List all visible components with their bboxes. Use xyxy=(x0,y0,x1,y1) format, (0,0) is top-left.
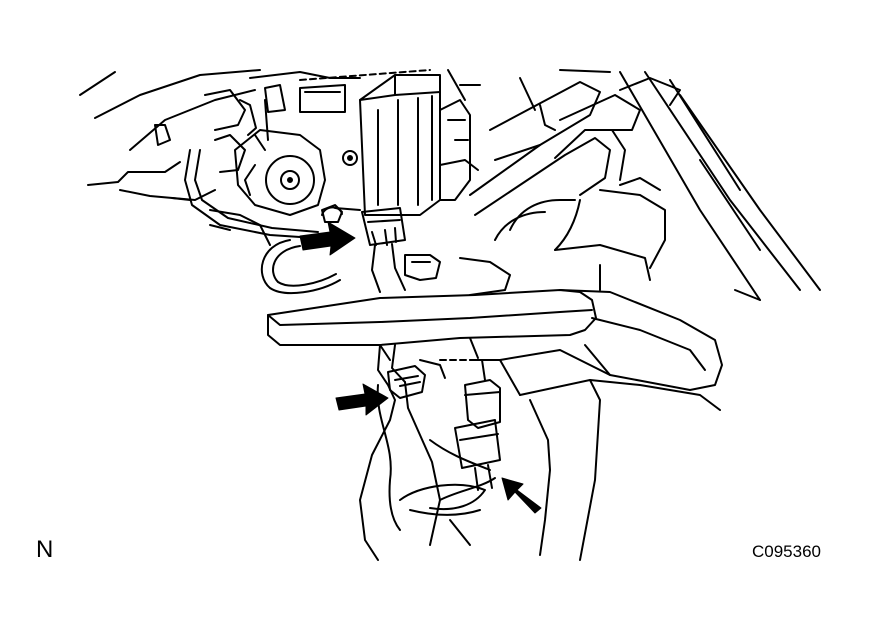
dashboard-structure xyxy=(79,69,361,246)
body-frame xyxy=(519,69,821,301)
middle-clip xyxy=(387,365,426,399)
lower-callout-arrow-icon xyxy=(501,477,542,514)
upper-connector xyxy=(361,207,406,293)
hidden-lines xyxy=(299,69,501,361)
corner-mark: N xyxy=(36,536,54,563)
lower-connector xyxy=(454,359,501,491)
figure-code: C095360 xyxy=(752,542,822,561)
bracket-assembly xyxy=(234,99,358,223)
middle-callout-arrow-icon xyxy=(335,383,389,416)
cross-member xyxy=(267,289,597,361)
mounting-stud xyxy=(321,206,511,296)
wire-loop-left xyxy=(171,149,341,295)
air-duct xyxy=(469,77,681,291)
lower-wiring xyxy=(359,344,496,561)
upper-callout-arrow-icon xyxy=(299,221,356,256)
lower-panel xyxy=(469,289,723,561)
control-module xyxy=(359,69,481,216)
